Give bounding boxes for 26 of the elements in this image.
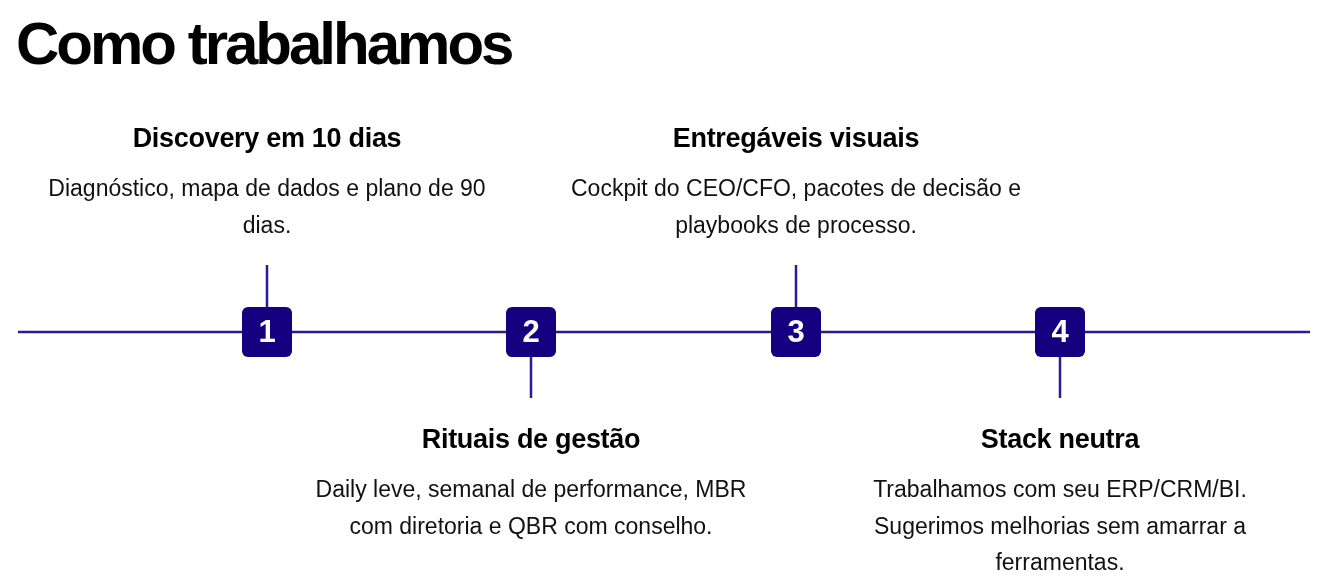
- step-heading: Rituais de gestão: [420, 423, 642, 456]
- connector-line: [529, 357, 533, 398]
- timeline-line: [18, 330, 242, 334]
- connector-line: [1058, 357, 1062, 398]
- timeline-line: [556, 330, 771, 334]
- step-marker: [506, 307, 556, 357]
- step-description: Cockpit do CEO/CFO, pacotes de decisão e playbooks de processo.: [570, 174, 1022, 240]
- step-heading: Entregáveis visuais: [671, 122, 921, 155]
- step-marker: [1035, 307, 1085, 357]
- step-description: Daily leve, semanal de performance, MBR com diretoria e QBR com conselho.: [314, 475, 748, 541]
- page-title: Como trabalhamos: [16, 14, 512, 74]
- step-description: Trabalhamos com seu ERP/CRM/BI. Sugerimos melhorias sem amarrar a ferramentas.: [872, 475, 1248, 577]
- step-number: 1: [258, 315, 276, 349]
- step-number: 3: [787, 315, 805, 349]
- timeline-line: [1085, 330, 1310, 334]
- connector-line: [265, 265, 269, 307]
- connector-line: [794, 265, 798, 307]
- timeline-line: [292, 330, 506, 334]
- step-heading: Stack neutra: [979, 423, 1141, 456]
- step-marker: [242, 307, 292, 357]
- step-marker: [771, 307, 821, 357]
- timeline-line: [821, 330, 1035, 334]
- step-description: Diagnóstico, mapa de dados e plano de 90 dias.: [47, 174, 487, 240]
- step-heading: Discovery em 10 dias: [131, 122, 403, 155]
- step-number: 2: [522, 315, 540, 349]
- step-number: 4: [1051, 315, 1069, 349]
